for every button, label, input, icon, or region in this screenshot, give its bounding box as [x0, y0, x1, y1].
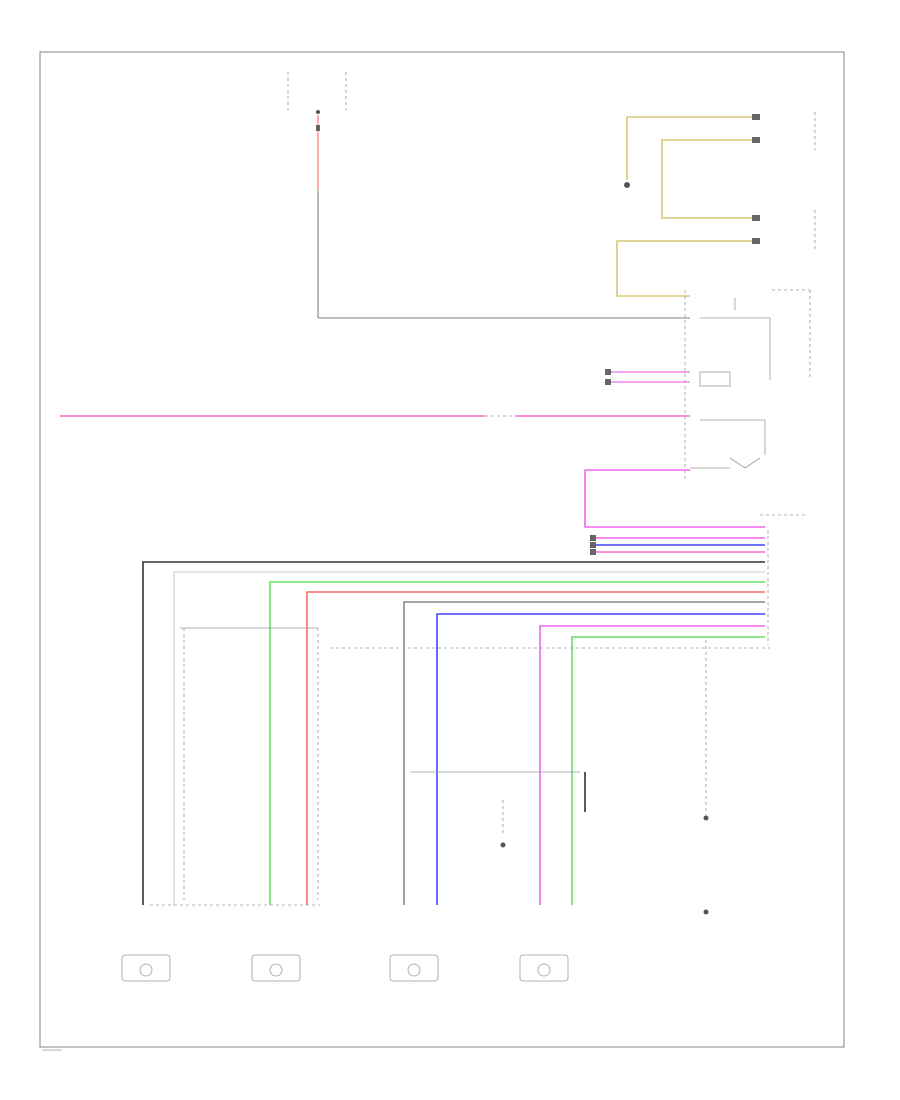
control-module: [684, 289, 811, 480]
right-ground-branch: [703, 640, 709, 915]
ground-point-top: [624, 182, 630, 188]
magenta-inputs: [605, 369, 690, 385]
sensor-1: [121, 954, 171, 982]
diagram-frame: [39, 51, 845, 1048]
yellow-wires: [616, 112, 816, 297]
sensor-4: [519, 954, 569, 982]
power-feed: [287, 72, 690, 319]
main-bundle: [142, 530, 769, 905]
magenta-loop: [584, 469, 765, 528]
sensor-3: [389, 954, 439, 982]
sensor-2: [251, 954, 301, 982]
sensor-subcircuits: [150, 627, 770, 906]
